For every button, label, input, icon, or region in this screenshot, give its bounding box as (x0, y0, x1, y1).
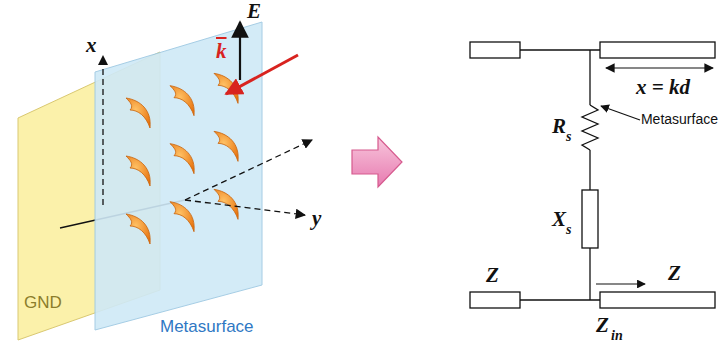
crescent-cell (214, 131, 238, 161)
axis-label: x (86, 34, 97, 57)
leader-arrow (601, 106, 640, 120)
length-label: x = kd (636, 76, 690, 99)
metasurface-label: Metasurface (160, 318, 254, 337)
subscript: in (611, 328, 623, 343)
wave-vector-label: k (216, 40, 227, 63)
metasurface-plane (95, 22, 262, 330)
callout-label: Metasurface (641, 112, 718, 127)
impedance-label: Z (486, 264, 499, 287)
e-field-arrow (239, 22, 241, 80)
subscript: s (566, 222, 571, 237)
crescent-cell (126, 156, 150, 186)
crescent-cell (126, 98, 150, 128)
reactance-label: X (552, 208, 566, 231)
y-axis (185, 200, 305, 215)
ground-label: GND (24, 294, 62, 313)
resistance-label: R (552, 115, 566, 138)
crescent-cell (170, 202, 194, 232)
crescent-cell (170, 86, 194, 116)
crescent-cell (170, 144, 194, 174)
subscript: s (566, 129, 571, 144)
z-axis (185, 140, 312, 200)
field-label: E (247, 0, 261, 23)
transform-arrow (352, 137, 402, 187)
impedance-label: Z (596, 314, 609, 337)
k-vector-arrow (226, 55, 298, 94)
crescent-cell (126, 214, 150, 244)
impedance-arrow (596, 283, 645, 284)
x-axis (102, 56, 103, 205)
length-arrow (606, 67, 713, 68)
axis-label: y (312, 207, 321, 230)
impedance-label: Z (668, 262, 681, 285)
equivalent-circuit (470, 42, 715, 308)
unit-cells (126, 73, 238, 244)
